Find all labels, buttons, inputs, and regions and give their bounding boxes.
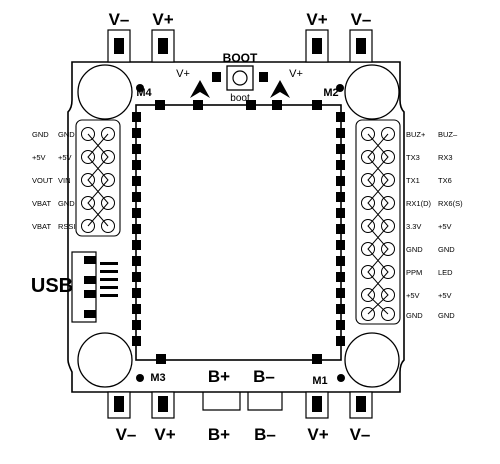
bottom-batt-neg-label: B– [254,425,276,444]
board-outline [67,61,405,393]
inner-module-outline [135,104,342,361]
right-header-zigzag [367,133,389,315]
right-header-outer-label: +5V [438,222,452,231]
arrow-right-icon [270,80,290,98]
mount-hole-top-left [77,64,133,120]
left-header-inner-label: RSSI [58,222,76,231]
battery-pos-inner-label: B+ [208,367,230,386]
right-header-pins [361,127,395,321]
right-header-outer-label: BUZ– [438,130,458,139]
motor-m3-label: M3 [150,372,165,384]
bottom-left-vpos-label: V+ [154,425,175,444]
left-header-outer-label: +5V [32,153,46,162]
left-header-outer-label: VBAT [32,222,51,231]
top-left-vneg-label: V– [109,10,130,29]
via-m4 [136,84,144,92]
inner-vplus-left-label: V+ [176,68,190,80]
right-header-outer-label: GND [438,245,455,254]
left-header-outer-label: VOUT [32,176,53,185]
top-solder-tabs [107,29,373,63]
right-header-inner-label: 3.3V [406,222,421,231]
via-m2 [336,84,344,92]
boot-top-label: BOOT [223,51,258,65]
right-header-inner-label: TX1 [406,176,420,185]
top-right-vpos-label: V+ [306,10,327,29]
boot-pad-right [259,72,268,82]
bottom-batt-pos-label: B+ [208,425,230,444]
top-right-vneg-label: V– [351,10,372,29]
inner-top-pads [155,100,322,110]
left-header-zigzag [87,133,109,227]
battery-pad-negative [247,392,283,411]
left-header-inner-label: +5V [58,153,72,162]
arrow-left-icon [190,80,210,98]
bottom-solder-tabs [107,391,373,419]
right-header-outer-label: RX3 [438,153,453,162]
right-header-inner-label: BUZ+ [406,130,426,139]
via-m3 [136,374,144,382]
inner-right-pad-column [336,112,345,346]
mount-hole-top-right [344,64,400,120]
usb-pins [84,256,96,318]
left-header-inner-label: GND [58,130,75,139]
motor-m1-label: M1 [312,375,327,387]
right-header-outer-label: RX6(S) [438,199,463,208]
usb-data-lines [100,262,118,297]
right-header-inner-label: +5V [406,291,420,300]
boot-button-knob [232,70,248,86]
inner-vplus-right-label: V+ [289,68,303,80]
bottom-left-vneg-label: V– [116,425,137,444]
usb-label: USB [31,275,73,297]
left-header-outer-label: VBAT [32,199,51,208]
boot-button[interactable] [226,65,254,91]
right-header-outer-label: LED [438,268,453,277]
left-header-inner-label: GND [58,199,75,208]
battery-pad-positive [202,392,241,411]
bottom-right-vneg-label: V– [350,425,371,444]
right-header-outline [355,119,401,325]
right-header-inner-label: TX3 [406,153,420,162]
right-header-inner-label: GND [406,311,423,320]
inner-bottom-pads [156,354,322,364]
right-header-inner-label: PPM [406,268,422,277]
motor-m4-label: M4 [136,87,152,99]
top-left-vpos-label: V+ [152,10,173,29]
left-header-pins [81,127,115,233]
left-header-inner-label: VIN [58,176,71,185]
via-m1 [337,374,345,382]
right-header-inner-label: GND [406,245,423,254]
boot-bottom-label: boot [230,93,250,104]
boot-pad-left [212,72,221,82]
inner-left-pad-column [132,112,141,346]
bottom-right-vpos-label: V+ [307,425,328,444]
right-header-outer-label: +5V [438,291,452,300]
left-header-outer-label: GND [32,130,49,139]
right-header-outer-label: TX6 [438,176,452,185]
battery-neg-inner-label: B– [253,367,275,386]
right-header-outer-label: GND [438,311,455,320]
mount-hole-bottom-right [344,332,400,388]
left-header-outline [75,119,121,237]
right-header-inner-label: RX1(D) [406,199,432,208]
mount-hole-bottom-left [77,332,133,388]
motor-m2-label: M2 [323,87,338,99]
